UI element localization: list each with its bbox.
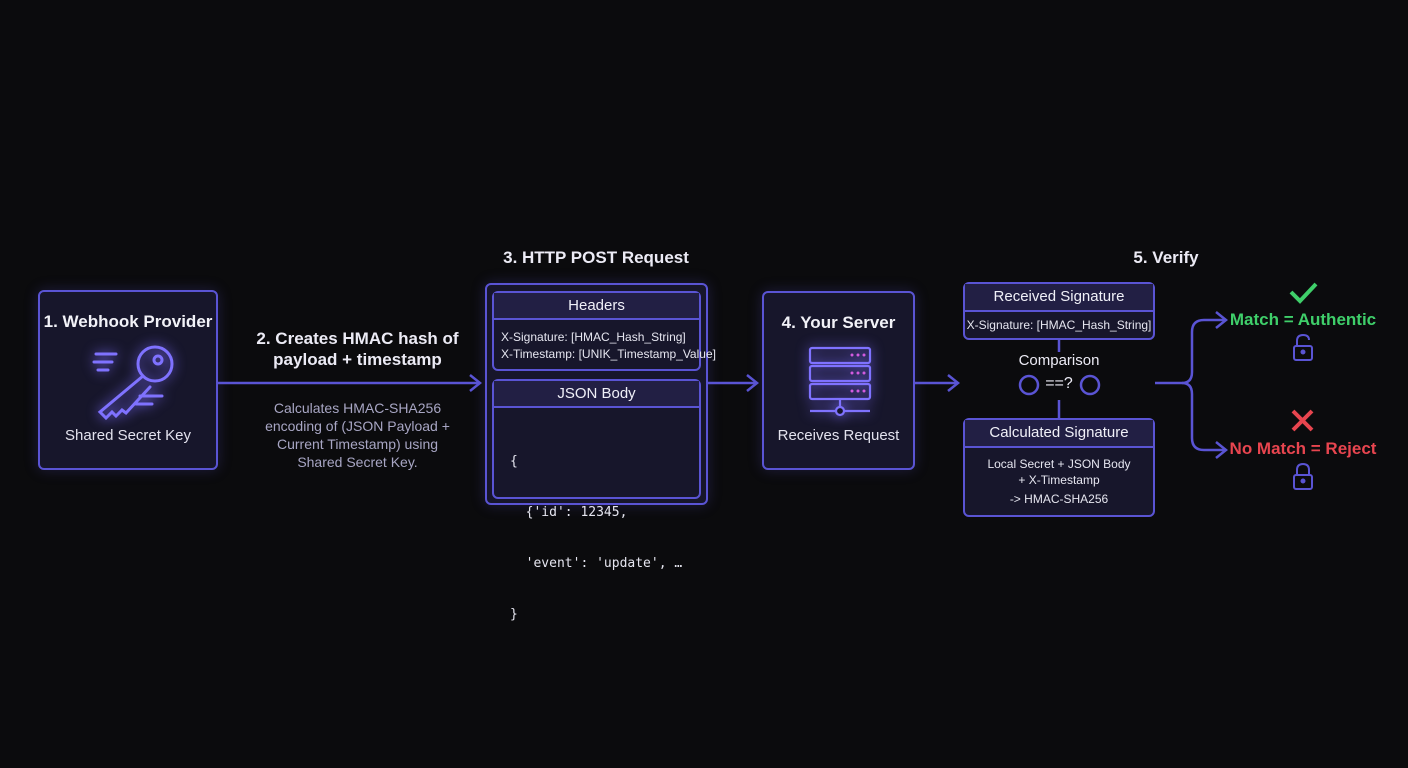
- match-authentic-label: Match = Authentic: [1229, 310, 1377, 329]
- branch-match: [1155, 318, 1225, 385]
- arrowhead: [746, 374, 760, 392]
- calculated-signature-label: Calculated Signature: [965, 420, 1153, 448]
- lock-icon: [1293, 462, 1313, 490]
- json-line: 'event': 'update', …: [510, 556, 683, 571]
- received-signature-box: Received Signature X-Signature: [HMAC_Ha…: [963, 282, 1155, 340]
- calc-line: Local Secret + JSON Body: [987, 457, 1131, 471]
- received-signature-label: Received Signature: [965, 284, 1153, 312]
- desc-line: Current Timestamp) using: [276, 436, 439, 452]
- arrowhead: [469, 374, 483, 392]
- headers-label: Headers: [494, 293, 699, 320]
- json-line: {'id': 12345,: [510, 505, 628, 520]
- json-line: {: [510, 454, 518, 469]
- compare-circle-left: [1018, 374, 1040, 396]
- step4-title: 4. Your Server: [781, 313, 896, 332]
- server-icon: [808, 346, 872, 417]
- desc-line: Calculates HMAC-SHA256: [273, 400, 442, 416]
- calculated-signature-box: Calculated Signature Local Secret + JSON…: [963, 418, 1155, 517]
- unlock-icon: [1293, 333, 1313, 361]
- no-match-reject-label: No Match = Reject: [1229, 439, 1377, 458]
- step1-title: 1. Webhook Provider: [43, 312, 213, 331]
- step3-title: 3. HTTP POST Request: [503, 248, 689, 267]
- check-icon: [1289, 282, 1318, 304]
- arrowhead: [1215, 311, 1229, 329]
- step2-title: 2. Creates HMAC hash of payload + timest…: [230, 328, 485, 370]
- calc-line: -> HMAC-SHA256: [1009, 492, 1109, 506]
- received-signature-value: X-Signature: [HMAC_Hash_String]: [966, 318, 1152, 332]
- comparison-operator: ==?: [1045, 375, 1073, 392]
- step2-description: Calculates HMAC-SHA256 encoding of (JSON…: [230, 399, 485, 471]
- compare-circle-right: [1079, 374, 1101, 396]
- headers-panel: Headers X-Signature: [HMAC_Hash_String] …: [492, 291, 716, 371]
- header-line: X-Timestamp: [UNIK_Timestamp_Value]: [501, 347, 716, 361]
- desc-line: Shared Secret Key.: [297, 454, 418, 470]
- key-icon: [92, 345, 174, 421]
- json-body-label: JSON Body: [494, 381, 699, 408]
- step2-title-line: 2. Creates HMAC hash of: [256, 329, 459, 348]
- branch-reject: [1181, 381, 1225, 452]
- step1-caption: Shared Secret Key: [65, 427, 191, 444]
- webhook-provider-box: 1. Webhook Provider Shared Secret Key: [38, 290, 218, 470]
- arrowhead: [1215, 441, 1229, 459]
- http-request-box: Headers X-Signature: [HMAC_Hash_String] …: [485, 283, 716, 622]
- json-line: }: [510, 607, 518, 622]
- arrowhead: [947, 374, 961, 392]
- step5-title: 5. Verify: [1133, 248, 1199, 267]
- your-server-box: 4. Your Server Receives Request: [762, 291, 915, 470]
- calc-line: + X-Timestamp: [1018, 473, 1100, 487]
- json-body-panel: JSON Body { {'id': 12345, 'event': 'upda…: [492, 379, 701, 622]
- step2-title-line: payload + timestamp: [273, 350, 442, 369]
- x-icon: [1291, 409, 1314, 432]
- step4-caption: Receives Request: [777, 427, 900, 444]
- desc-line: encoding of (JSON Payload +: [265, 418, 450, 434]
- comparison-label: Comparison: [1018, 352, 1100, 369]
- header-line: X-Signature: [HMAC_Hash_String]: [501, 330, 686, 344]
